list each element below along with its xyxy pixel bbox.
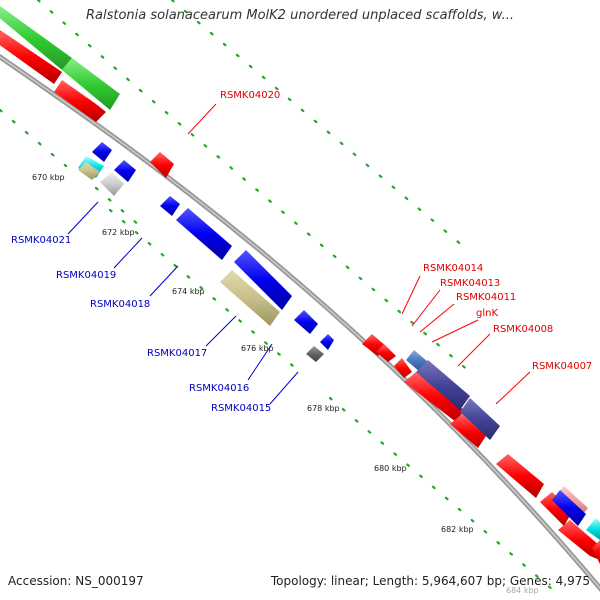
tick-labels: 670 kbp 672 kbp 674 kbp 676 kbp 678 kbp …	[32, 173, 539, 595]
reverse-cds	[552, 490, 586, 526]
tick-label: 684 kbp	[506, 586, 539, 595]
gene-label-RSMK04016[interactable]: RSMK04016	[189, 383, 249, 394]
reverse-cds	[92, 142, 112, 162]
forward-cds	[54, 80, 106, 122]
topology-summary: Topology: linear; Length: 5,964,607 bp; …	[270, 574, 590, 588]
forward-features	[0, 6, 600, 564]
rna-feature	[0, 6, 72, 70]
navy-feature	[416, 360, 470, 410]
khaki-feature	[220, 270, 280, 326]
tick-label: 682 kbp	[441, 525, 474, 534]
forward-cds	[0, 30, 62, 84]
forward-cds	[150, 152, 174, 178]
gene-label-RSMK04014[interactable]: RSMK04014	[423, 263, 483, 274]
forward-cds	[404, 372, 464, 422]
gene-label-glnK[interactable]: glnK	[476, 308, 498, 319]
reverse-cds	[160, 196, 180, 216]
gene-label-RSMK04008[interactable]: RSMK04008	[493, 324, 553, 335]
reverse-cds	[320, 334, 334, 350]
callout-lines-forward	[187, 103, 531, 405]
reverse-cds	[176, 208, 232, 260]
forward-cds	[540, 492, 572, 526]
genome-backbone-inner	[0, 55, 600, 590]
navy-feature	[460, 398, 500, 440]
forward-cds	[394, 358, 412, 378]
forward-cds	[450, 414, 486, 448]
gene-label-RSMK04018[interactable]: RSMK04018	[90, 299, 150, 310]
forward-cds	[558, 520, 600, 560]
gene-label-RSMK04013[interactable]: RSMK04013	[440, 278, 500, 289]
reverse-cds	[234, 250, 292, 310]
forward-cds	[496, 454, 544, 498]
accession-label: Accession: NS_000197	[8, 574, 144, 588]
tick-guides	[0, 0, 562, 598]
dark-feature	[306, 346, 324, 362]
gene-label-RSMK04011[interactable]: RSMK04011	[456, 292, 516, 303]
cyan-feature	[586, 518, 600, 540]
tick-label: 672 kbp	[102, 228, 135, 237]
khaki-feature	[78, 162, 100, 180]
rna-feature	[62, 58, 120, 110]
forward-cds	[592, 540, 600, 564]
gene-label-RSMK04007[interactable]: RSMK04007	[532, 361, 592, 372]
reverse-cds	[294, 310, 318, 334]
gene-label-RSMK04021[interactable]: RSMK04021	[11, 235, 71, 246]
tick-label: 676 kbp	[241, 344, 274, 353]
forward-cds	[376, 344, 396, 362]
gene-labels-reverse: RSMK04021 RSMK04019 RSMK04018 RSMK04017 …	[11, 235, 271, 414]
reverse-features	[78, 142, 334, 362]
gene-label-RSMK04019[interactable]: RSMK04019	[56, 270, 116, 281]
callout-lines-reverse	[67, 201, 299, 405]
gene-label-RSMK04020[interactable]: RSMK04020	[220, 90, 280, 101]
tick-label: 678 kbp	[307, 404, 340, 413]
gene-labels-forward: RSMK04020 RSMK04014 RSMK04013 RSMK04011 …	[220, 90, 592, 372]
gene-label-RSMK04015[interactable]: RSMK04015	[211, 403, 271, 414]
grey-feature	[100, 172, 124, 196]
tick-label: 674 kbp	[172, 287, 205, 296]
tick-label: 670 kbp	[32, 173, 65, 182]
gene-label-RSMK04017[interactable]: RSMK04017	[147, 348, 207, 359]
reverse-cds	[114, 160, 136, 182]
map-title: Ralstonia solanacearum MolK2 unordered u…	[85, 8, 514, 23]
tick-label: 680 kbp	[374, 464, 407, 473]
